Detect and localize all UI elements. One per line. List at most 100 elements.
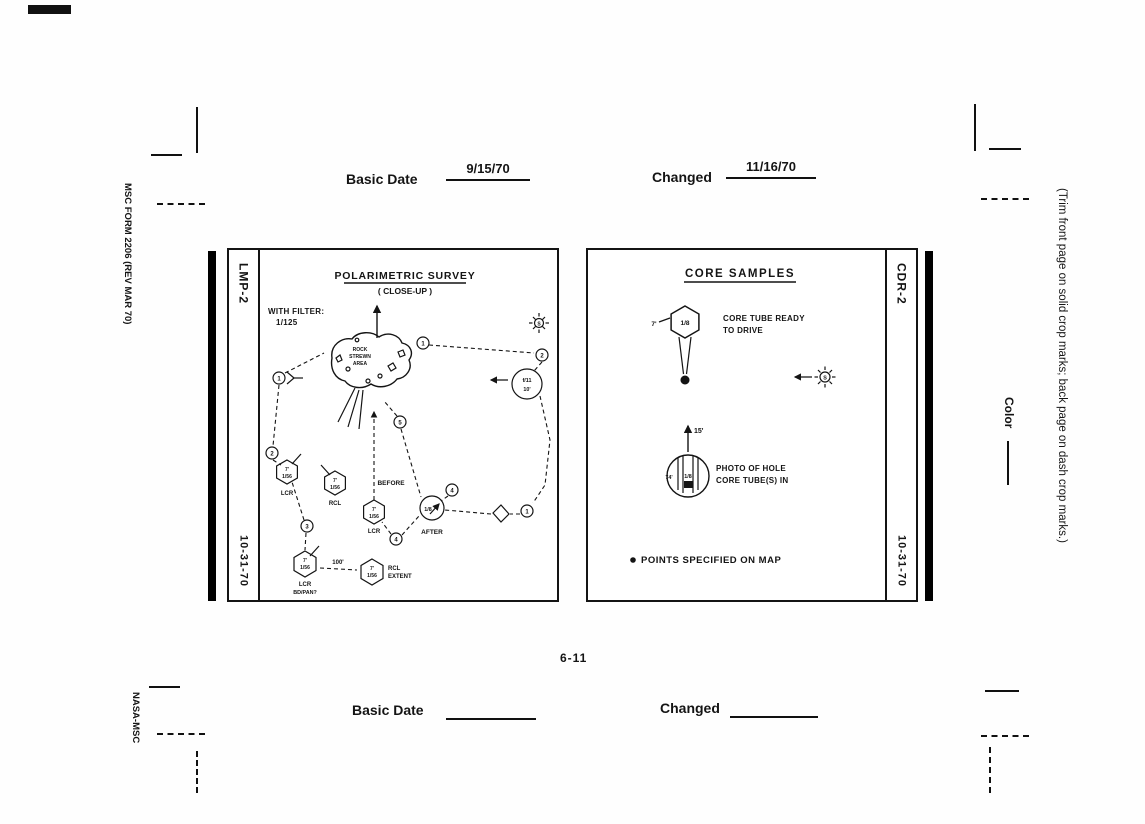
camera-setting: 1/56 <box>330 485 340 491</box>
waypoint-marker: 1 <box>520 504 534 518</box>
crop-mark <box>985 690 1019 692</box>
waypoint-marker: 4 <box>445 483 459 497</box>
bullet-icon <box>630 557 636 563</box>
form-number-label: MSC FORM 2206 (REV MAR 70) <box>122 183 133 325</box>
crop-mark <box>149 686 180 688</box>
camera-label: LCR <box>281 491 294 497</box>
aim-line <box>685 336 692 375</box>
camera-distance: 7' <box>372 507 376 513</box>
core-tube-camera: 1/8 7' <box>651 305 700 385</box>
route-line <box>284 352 325 374</box>
footer-basic-date-label: Basic Date <box>352 702 424 718</box>
lmp-diagram: POLARIMETRIC SURVEY ( CLOSE-UP ) WITH FI… <box>260 250 557 600</box>
route-line <box>319 567 358 571</box>
waypoint-number: 4 <box>394 538 398 544</box>
gnomon-icon <box>286 371 303 385</box>
crop-mark <box>981 735 1029 737</box>
route-line <box>400 428 422 498</box>
waypoint-number: 1 <box>277 377 281 383</box>
page-number: 6-11 <box>560 651 588 665</box>
left-panel-title: POLARIMETRIC SURVEY <box>334 270 475 282</box>
crop-mark <box>974 104 976 151</box>
lmp-tabstrip: LMP-2 10-31-70 <box>229 250 260 600</box>
route-line <box>304 532 307 551</box>
camera-hexagon-5: 7' 1/56 RCL EXTENT <box>360 558 412 586</box>
camera-pointer <box>658 317 671 323</box>
rock-icon <box>354 337 360 343</box>
camera-distance: 7' <box>333 478 337 484</box>
waypoint-marker: 5 <box>393 415 407 429</box>
camera-hexagon-before: 7' 1/56 LCR BEFORE <box>362 480 405 535</box>
rock-strewn-area: ROCK STREWN AREA <box>330 332 413 430</box>
footer-changed-label: Changed <box>660 700 720 716</box>
sun-label: S <box>823 376 827 382</box>
height-label: 15' <box>694 428 704 435</box>
waypoint-number: 2 <box>270 452 274 458</box>
view-fan-line <box>358 389 364 430</box>
crop-mark <box>196 107 198 153</box>
camera-setting: 1/56 <box>369 514 379 520</box>
crop-mark <box>989 148 1021 150</box>
route-line <box>291 481 305 521</box>
camera-setting: 1/56 <box>282 474 292 480</box>
solid-crop-bar-right <box>925 251 933 601</box>
camera-setting: 1/56 <box>300 565 310 571</box>
rock-icon <box>345 366 351 372</box>
changed-label: Changed <box>652 169 712 185</box>
camera-distance: 7' <box>651 321 657 328</box>
left-panel-subtitle: ( CLOSE-UP ) <box>378 286 432 296</box>
crop-mark <box>28 5 71 14</box>
waypoint-marker: 1 <box>416 336 430 350</box>
cdr-tabstrip: CDR-2 10-31-70 <box>885 250 916 600</box>
footer-changed-blank <box>730 700 818 718</box>
waypoint-number: 2 <box>540 354 544 360</box>
crop-mark <box>157 733 205 735</box>
rock-icon <box>335 354 343 363</box>
core-tube-note-line2: TO DRIVE <box>723 326 763 335</box>
route-line <box>444 509 492 515</box>
camera-hexagon-1: 7' 1/56 LCR <box>276 453 302 497</box>
filter-note-line1: WITH FILTER: <box>268 307 324 316</box>
view-fan-line <box>337 387 356 423</box>
lmp-tab-label: LMP-2 <box>236 263 251 304</box>
camera-pointer <box>320 464 331 476</box>
camera-pointer <box>291 453 302 465</box>
footer-basic-date-blank <box>446 702 536 720</box>
cdr-diagram: CORE SAMPLES 1/8 7' CORE TUBE READY TO D… <box>588 250 885 600</box>
nasa-msc-label: NASA-MSC <box>130 692 141 744</box>
filter-note-line2: 1/125 <box>276 318 298 327</box>
polarimetric-survey-diagram: POLARIMETRIC SURVEY ( CLOSE-UP ) WITH FI… <box>265 270 551 596</box>
cdr-tab-label: CDR-2 <box>894 263 909 305</box>
camera-distance: 7' <box>303 558 307 564</box>
rock-area-line2: STREWN <box>349 354 371 360</box>
camera-setting: 1/8 <box>680 320 689 327</box>
after-camera-circle: 1/8 AFTER <box>419 495 445 536</box>
solid-crop-bar-left <box>208 251 216 601</box>
view-fan-line <box>347 389 360 428</box>
aim-line <box>678 336 685 375</box>
trim-note: (Trim front page on solid crop marks; ba… <box>1056 188 1068 543</box>
camera-hexagon-4: 7' 1/56 LCR BD/PAN? <box>293 545 320 596</box>
rock-icon <box>387 362 397 372</box>
rock-icon <box>377 373 383 379</box>
diamond-marker <box>492 504 510 523</box>
route-line <box>533 361 543 372</box>
photo-note-line2: CORE TUBE(S) IN <box>716 476 789 485</box>
camera-setting: f/11 <box>523 378 532 384</box>
camera-setting: 1/56 <box>367 573 377 579</box>
camera-sublabel: EXTENT <box>388 574 412 580</box>
distance-label: 100' <box>332 560 344 566</box>
camera-hexagon-2: 7' 1/56 RCL <box>320 464 347 507</box>
core-tube-note-line1: CORE TUBE READY <box>723 314 805 323</box>
sun-icon: S <box>529 313 549 333</box>
route-line <box>532 395 551 504</box>
waypoint-number: 1 <box>421 342 425 348</box>
hole-mark <box>684 481 693 488</box>
camera-pointer <box>309 545 320 557</box>
waypoint-number: 1 <box>525 510 529 516</box>
camera-distance: 10' <box>523 387 530 393</box>
route-line <box>272 384 280 447</box>
route-line <box>401 515 420 536</box>
after-label: AFTER <box>421 529 443 536</box>
